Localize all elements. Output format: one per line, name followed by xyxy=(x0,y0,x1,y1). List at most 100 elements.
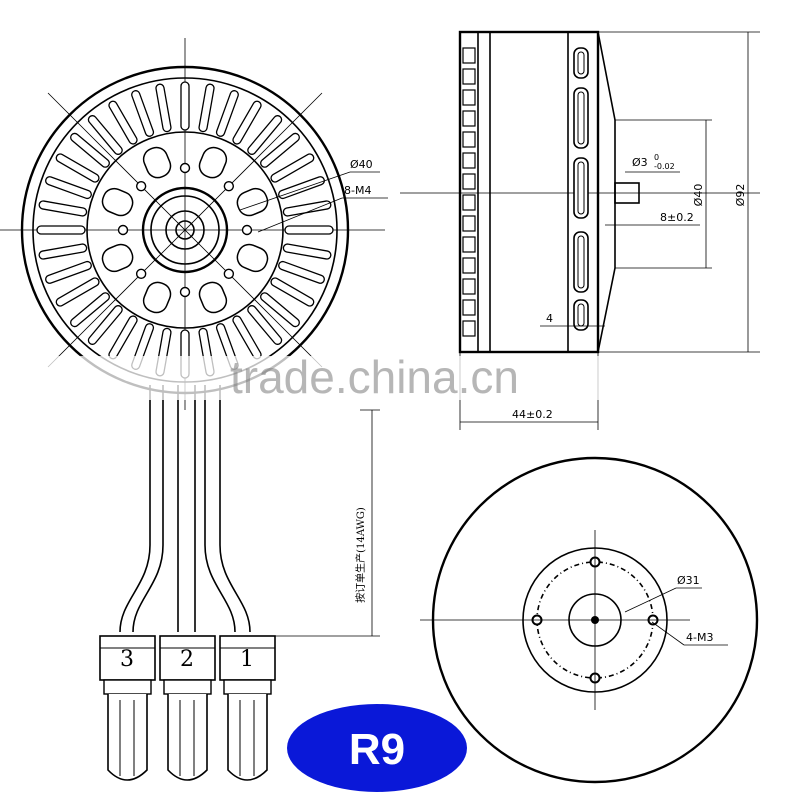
front-holes-label: 8-M4 xyxy=(344,184,371,197)
side-fin xyxy=(462,131,476,148)
bolt-hole xyxy=(117,224,129,236)
side-fin xyxy=(462,47,476,64)
side-fin xyxy=(462,152,476,169)
bolt-hole xyxy=(179,286,191,298)
side-shaft-dia: Ø3 xyxy=(632,156,648,169)
fin xyxy=(282,200,332,217)
side-fin xyxy=(462,320,476,337)
side-body xyxy=(458,30,600,354)
hub-window xyxy=(142,146,172,179)
model-badge: R9 xyxy=(287,704,467,792)
bolt-hole xyxy=(223,180,235,192)
vent-slot-inner xyxy=(577,51,585,75)
connector-collar xyxy=(223,679,272,695)
connector-body xyxy=(159,635,216,681)
fin xyxy=(70,132,110,168)
fin xyxy=(215,90,239,137)
side-inner-label: Ø40 xyxy=(692,184,705,207)
fin xyxy=(36,225,86,235)
fin xyxy=(282,243,332,260)
fin xyxy=(155,83,172,133)
front-bearing-inner xyxy=(165,210,205,250)
fin xyxy=(131,90,155,137)
connector-plug xyxy=(167,694,208,781)
fin xyxy=(55,277,100,307)
wire-note: 按订单生产(14AWG) xyxy=(354,507,367,603)
fin xyxy=(45,176,92,200)
fin xyxy=(247,115,283,155)
fin xyxy=(55,153,100,183)
side-fin xyxy=(462,236,476,253)
fin xyxy=(232,100,262,145)
vent-slot-inner xyxy=(577,235,585,289)
side-fin xyxy=(462,89,476,106)
side-fin xyxy=(462,299,476,316)
side-fin xyxy=(462,173,476,190)
bolt-hole xyxy=(135,268,147,280)
front-bearing-mid xyxy=(150,195,220,265)
fin xyxy=(108,100,138,145)
connector-plug xyxy=(107,694,148,781)
side-shaft-len: 8±0.2 xyxy=(660,211,694,224)
connector-body xyxy=(99,635,156,681)
side-shaft-tol-upper: 0 xyxy=(654,153,659,162)
front-shaft xyxy=(175,220,195,240)
back-view: Ø31 4-M3 xyxy=(420,456,759,784)
side-fin xyxy=(462,194,476,211)
hub-window xyxy=(236,187,269,217)
side-fin xyxy=(462,110,476,127)
hub-window xyxy=(198,281,228,314)
side-shaft xyxy=(614,182,640,204)
connector-label: 2 xyxy=(180,647,194,672)
fin xyxy=(278,260,325,284)
side-view: Ø92 Ø40 Ø3 0 -0.02 8±0.2 4 44±0.2 xyxy=(400,30,760,430)
connector-label: 1 xyxy=(240,647,254,672)
fin xyxy=(278,176,325,200)
front-holes-leader xyxy=(257,197,343,233)
front-dia-leader xyxy=(239,171,351,211)
vent-slot-inner xyxy=(577,303,585,327)
watermark-band xyxy=(0,356,800,400)
fin xyxy=(45,260,92,284)
side-fin xyxy=(462,68,476,85)
vent-slot-inner xyxy=(577,161,585,215)
hub-window xyxy=(198,146,228,179)
side-shaft-tol-lower: -0.02 xyxy=(654,162,675,171)
back-holes-label: 4-M3 xyxy=(686,631,713,644)
wire-3-right xyxy=(132,385,164,633)
front-bolt-holes xyxy=(117,162,253,298)
badge-shape xyxy=(287,704,467,792)
wire-1-right xyxy=(219,385,251,633)
fin xyxy=(198,83,215,133)
side-vent-slots xyxy=(573,47,589,331)
hub-window xyxy=(101,187,134,217)
front-cooling-fins xyxy=(36,81,334,379)
fin xyxy=(87,115,123,155)
fin xyxy=(270,277,315,307)
connector-collar xyxy=(103,679,152,695)
fin xyxy=(38,243,88,260)
fin xyxy=(260,132,300,168)
side-fin xyxy=(462,257,476,274)
side-cone xyxy=(597,31,616,353)
fin xyxy=(270,153,315,183)
hub-window xyxy=(142,281,172,314)
hub-window xyxy=(101,243,134,273)
wire-3-left xyxy=(119,385,151,633)
front-bearing-outer xyxy=(141,186,229,274)
bolt-hole xyxy=(241,224,253,236)
fin xyxy=(38,200,88,217)
vent-slot-inner xyxy=(577,91,585,145)
badge-text: R9 xyxy=(349,725,405,774)
side-small-label: 4 xyxy=(546,312,553,325)
side-fins xyxy=(462,47,476,337)
bolt-hole xyxy=(223,268,235,280)
bolt-hole xyxy=(179,162,191,174)
hub-window xyxy=(236,243,269,273)
front-dia-label: Ø40 xyxy=(350,158,373,171)
front-diag-2 xyxy=(47,92,323,368)
bolt-hole xyxy=(135,180,147,192)
